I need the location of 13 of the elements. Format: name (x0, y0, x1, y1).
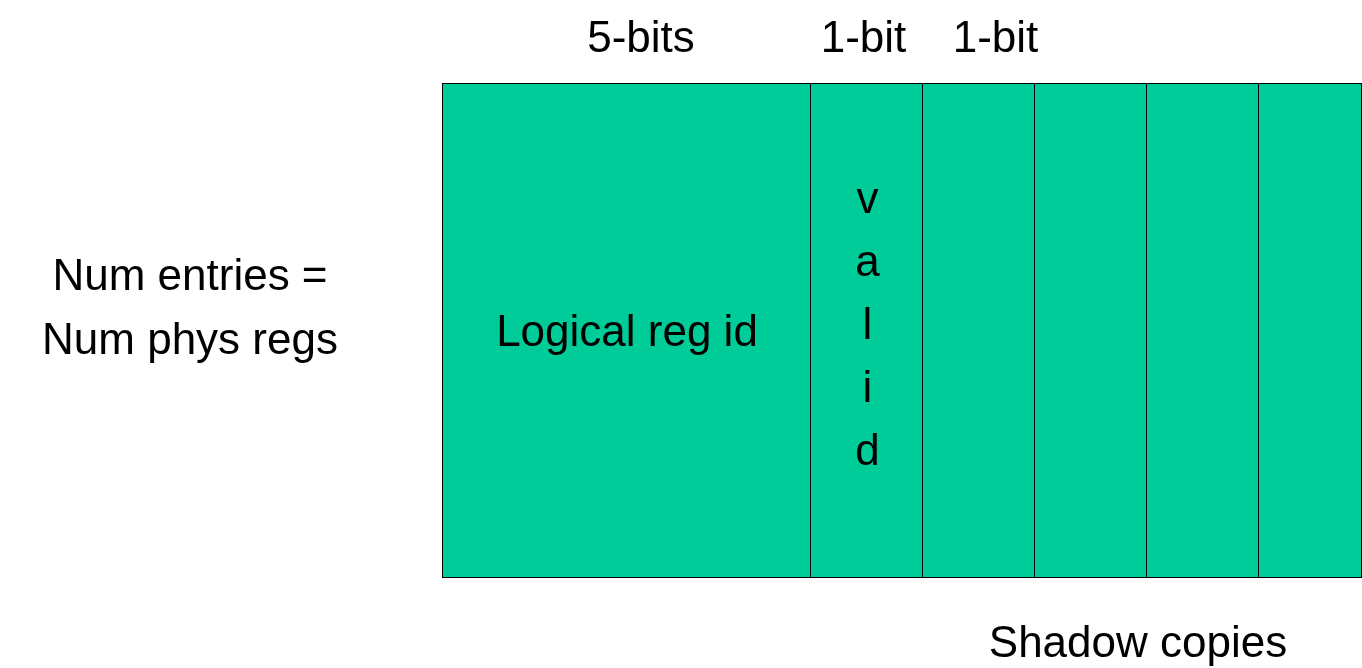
shadow-copy-column (1258, 83, 1362, 578)
group-label: Shadow copies (987, 616, 1289, 668)
bit-width-label: 1-bit (819, 11, 908, 63)
bit-width-label: 1-bit (951, 11, 1040, 63)
shadow-copy-column (1034, 83, 1148, 578)
row-count-note: Num entries = Num phys regs (41, 249, 339, 365)
bit-width-label: 5-bits (586, 11, 696, 63)
shadow-copy-column (922, 83, 1036, 578)
field-name: valid (845, 173, 889, 488)
shadow-copy-column (1146, 83, 1260, 578)
register-field (810, 83, 924, 578)
register-field (442, 83, 812, 578)
field-name: Logical reg id (496, 304, 758, 357)
